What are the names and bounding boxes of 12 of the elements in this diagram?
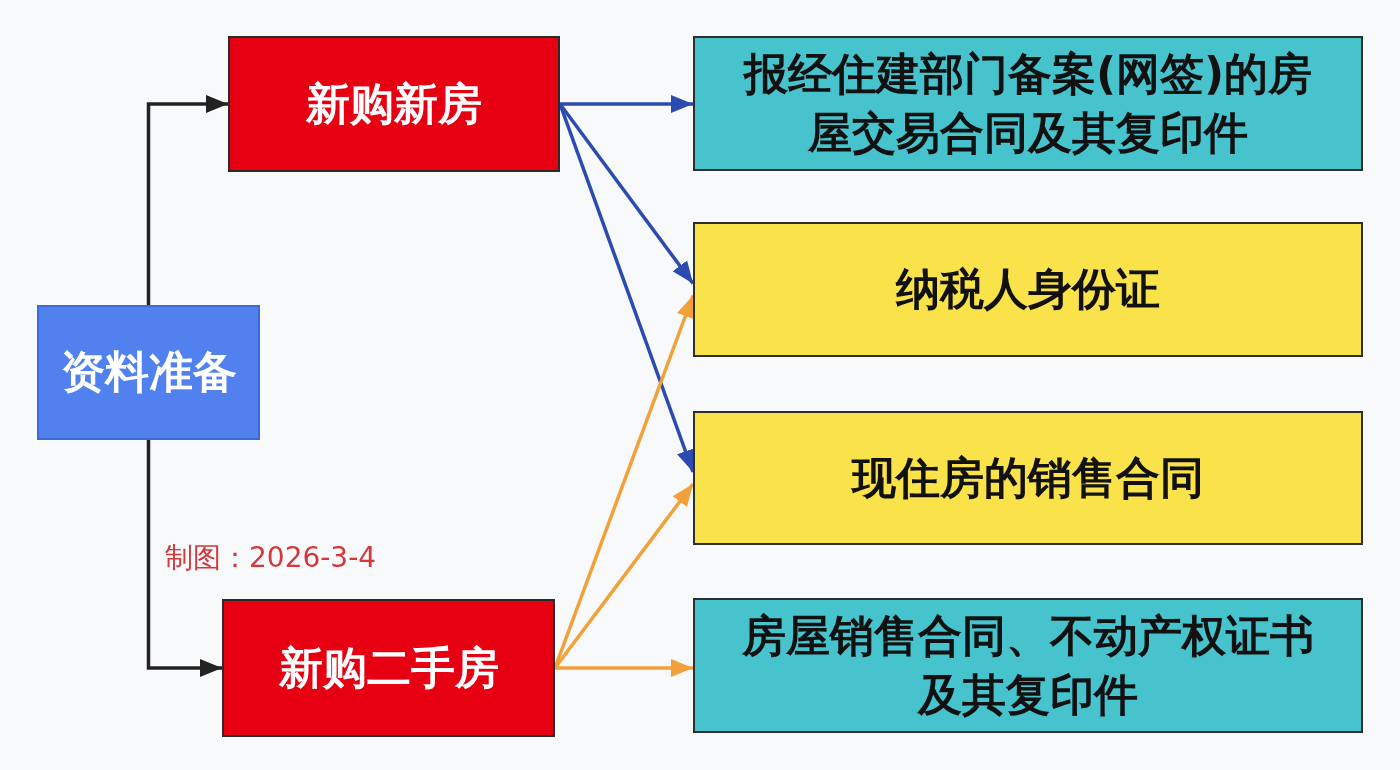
credit-note: 制图：2026-3-4 <box>165 541 377 575</box>
category-box: 新购二手房 <box>222 599 555 737</box>
category-box: 新购新房 <box>228 36 560 172</box>
arrow <box>560 95 693 113</box>
arrow <box>146 95 228 305</box>
arrow <box>146 440 222 677</box>
document-box: 报经住建部门备案(网签)的房屋交易合同及其复印件 <box>693 36 1363 171</box>
document-box: 房屋销售合同、不动产权证书及其复印件 <box>693 598 1363 733</box>
document-box: 纳税人身份证 <box>693 222 1363 357</box>
arrow <box>555 659 693 677</box>
topic-box: 资料准备 <box>37 305 260 440</box>
document-box: 现住房的销售合同 <box>693 411 1363 545</box>
